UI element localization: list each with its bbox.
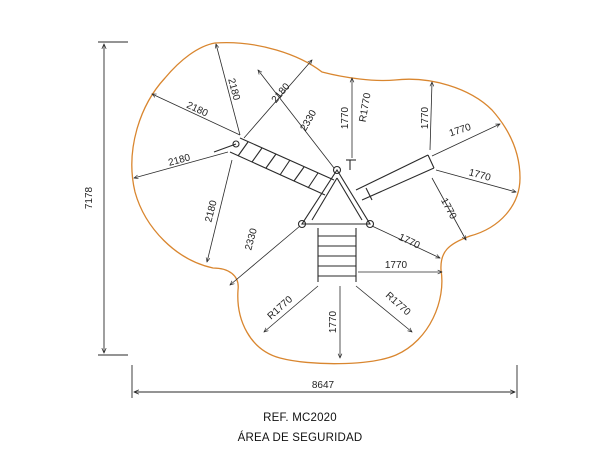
slide bbox=[355, 154, 435, 201]
overall-width-label: 8647 bbox=[312, 380, 335, 391]
safety-area-caption: ÁREA DE SEGURIDAD bbox=[237, 432, 363, 444]
dim-r-left-1: 2180 bbox=[167, 152, 192, 168]
horizontal-ladder bbox=[213, 137, 335, 196]
dim-bottom-v: 1770 bbox=[328, 310, 339, 333]
dim-mid-v: 1770 bbox=[340, 106, 351, 129]
dim-radius-bottom-right: R1770 bbox=[383, 290, 413, 318]
dim-radius-mid: R1770 bbox=[358, 92, 374, 123]
dim-right-v: 1770 bbox=[420, 106, 431, 129]
overall-height-dimension bbox=[98, 41, 128, 356]
dim-r-left-2: 2180 bbox=[204, 199, 220, 224]
dim-right-2: 1770 bbox=[467, 167, 492, 183]
dim-diag-1: 2330 bbox=[299, 108, 320, 133]
dimension-labels: 2180 2180 2180 2180 2180 2330 2330 1770 … bbox=[167, 77, 492, 333]
dim-r-top-2: 2180 bbox=[185, 100, 210, 120]
dim-right-3: 1770 bbox=[438, 196, 458, 221]
play-structure bbox=[213, 137, 435, 282]
dim-r-top-3: 2180 bbox=[270, 81, 293, 105]
internal-dimension-lines bbox=[134, 44, 516, 358]
triangle-platform bbox=[297, 159, 375, 229]
overall-width-dimension bbox=[131, 365, 518, 398]
dim-diag-2: 2330 bbox=[243, 227, 259, 252]
safety-zone-outline bbox=[131, 41, 521, 365]
dim-low-1: 1770 bbox=[397, 232, 422, 252]
entry-ladder bbox=[317, 228, 357, 282]
dim-right-1: 1770 bbox=[448, 122, 473, 139]
overall-height-label: 7178 bbox=[84, 186, 95, 209]
reference-caption: REF. MC2020 bbox=[263, 412, 337, 424]
dim-low-h: 1770 bbox=[385, 260, 408, 271]
